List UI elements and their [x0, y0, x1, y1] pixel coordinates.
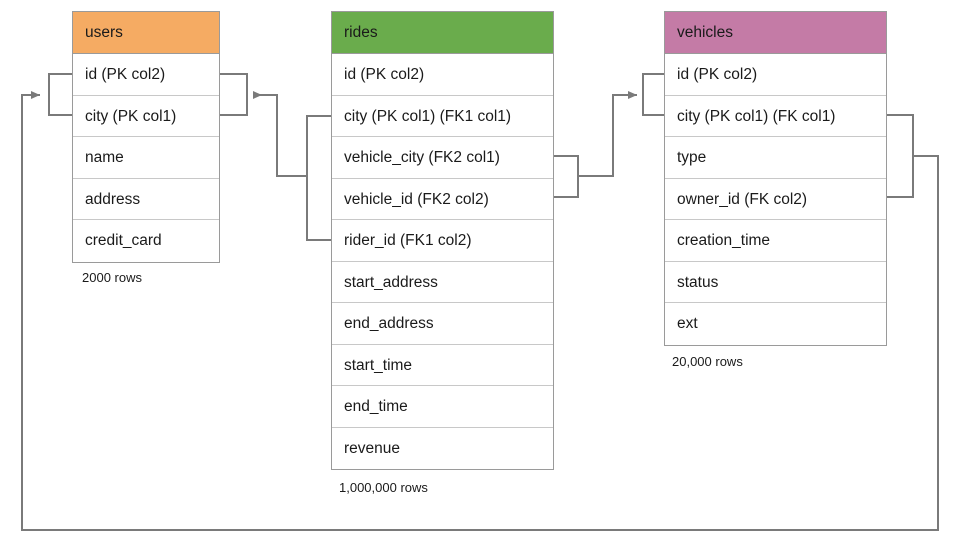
table-rides-column-end-time[interactable]: end_time	[332, 386, 553, 428]
table-users-column-credit-card[interactable]: credit_card	[73, 220, 219, 262]
table-users-column-address[interactable]: address	[73, 178, 219, 220]
connector-users-right-bracket	[220, 73, 248, 116]
table-rides-column-end-address[interactable]: end_address	[332, 303, 553, 345]
connector-users-left-bracket	[48, 73, 72, 116]
table-vehicles-column-owner-id[interactable]: owner_id (FK col2)	[665, 178, 886, 220]
table-rides-header: rides	[332, 12, 553, 54]
table-vehicles-column-id[interactable]: id (PK col2)	[665, 54, 886, 96]
table-rides-column-revenue[interactable]: revenue	[332, 427, 553, 469]
table-rides-column-vehicle-city[interactable]: vehicle_city (FK2 col1)	[332, 137, 553, 179]
table-rides-row-count: 1,000,000 rows	[339, 480, 428, 495]
table-vehicles-column-city[interactable]: city (PK col1) (FK col1)	[665, 95, 886, 137]
connector-rides-left-bracket	[306, 115, 331, 241]
table-users-column-name[interactable]: name	[73, 137, 219, 179]
connector-rides-to-users	[253, 91, 307, 177]
table-rides-column-id[interactable]: id (PK col2)	[332, 54, 553, 96]
connector-rides-to-vehicles	[578, 91, 637, 177]
table-users-column-city[interactable]: city (PK col1)	[73, 95, 219, 137]
table-users-column-id[interactable]: id (PK col2)	[73, 54, 219, 96]
table-rides-column-start-address[interactable]: start_address	[332, 261, 553, 303]
table-vehicles-header: vehicles	[665, 12, 886, 54]
table-rides-column-city[interactable]: city (PK col1) (FK1 col1)	[332, 95, 553, 137]
table-vehicles[interactable]: vehicles id (PK col2) city (PK col1) (FK…	[664, 11, 887, 346]
table-rides[interactable]: rides id (PK col2) city (PK col1) (FK1 c…	[331, 11, 554, 470]
connector-rides-right-bracket	[554, 155, 579, 198]
connector-vehicles-left-bracket	[642, 73, 664, 116]
table-vehicles-column-type[interactable]: type	[665, 137, 886, 179]
table-users-row-count: 2000 rows	[82, 270, 142, 285]
table-users[interactable]: users id (PK col2) city (PK col1) name a…	[72, 11, 220, 263]
table-vehicles-column-creation-time[interactable]: creation_time	[665, 220, 886, 262]
table-vehicles-row-count: 20,000 rows	[672, 354, 743, 369]
table-users-header: users	[73, 12, 219, 54]
table-rides-column-vehicle-id[interactable]: vehicle_id (FK2 col2)	[332, 178, 553, 220]
table-rides-column-start-time[interactable]: start_time	[332, 344, 553, 386]
table-vehicles-column-status[interactable]: status	[665, 261, 886, 303]
table-rides-column-rider-id[interactable]: rider_id (FK1 col2)	[332, 220, 553, 262]
table-vehicles-column-ext[interactable]: ext	[665, 303, 886, 345]
connector-vehicles-right-bracket	[887, 114, 914, 198]
